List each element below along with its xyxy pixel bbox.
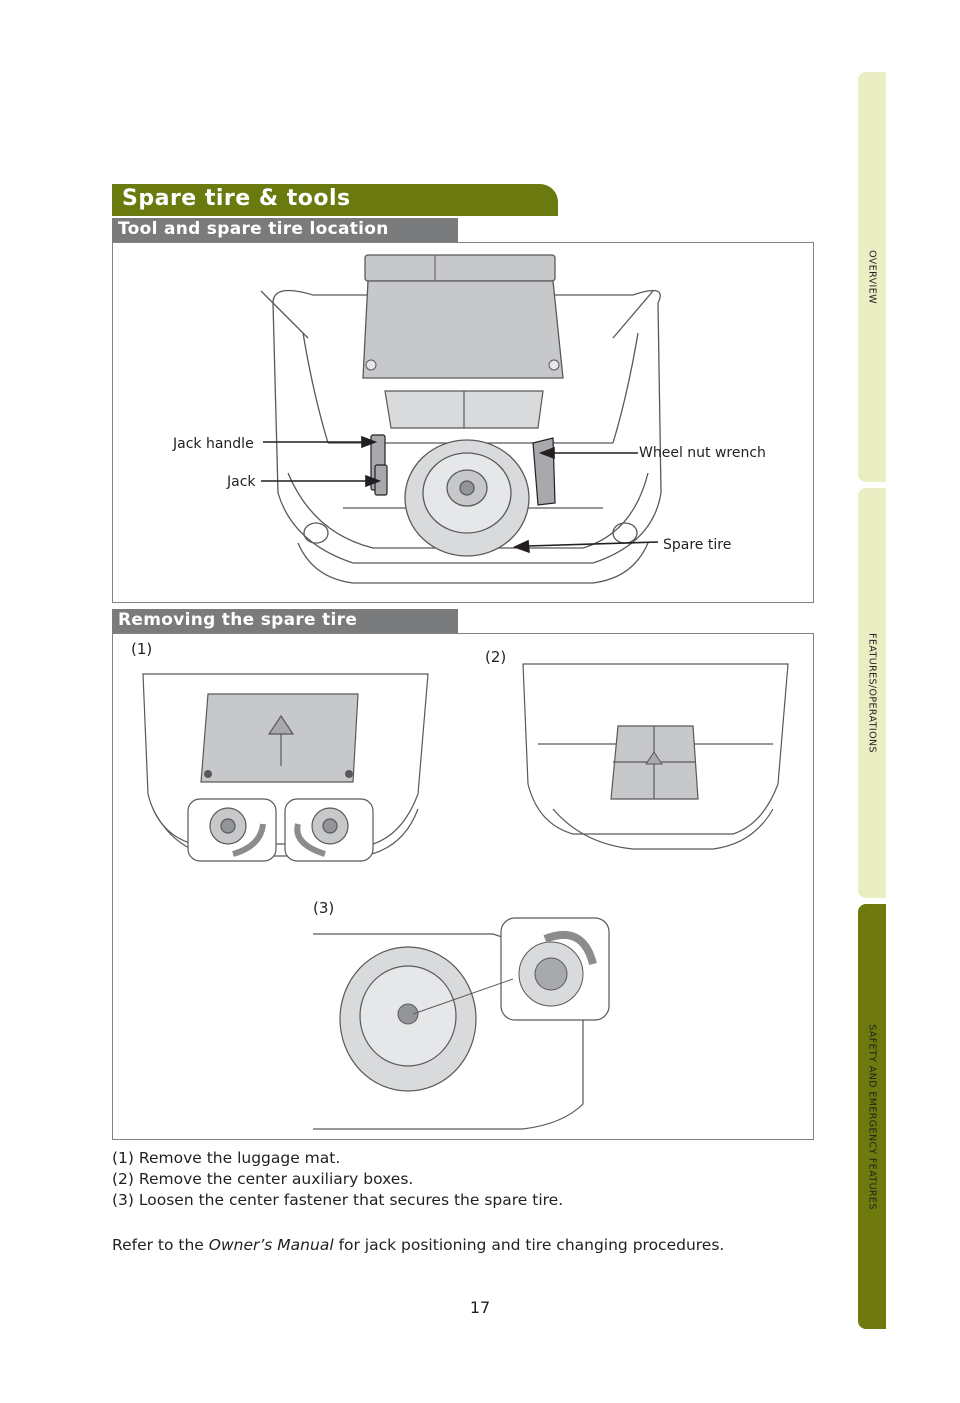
- side-tab-overview[interactable]: OVERVIEW: [858, 72, 886, 482]
- callout-wheel-nut-wrench: Wheel nut wrench: [639, 445, 766, 461]
- owners-manual-reference: Owner’s Manual: [208, 1236, 334, 1254]
- side-tab-label: OVERVIEW: [866, 250, 878, 304]
- side-tab-safety-emergency[interactable]: SAFETY AND EMERGENCY FEATURES: [858, 904, 886, 1329]
- side-tab-label: SAFETY AND EMERGENCY FEATURES: [866, 1023, 878, 1210]
- section-heading-text: Tool and spare tire location: [118, 219, 389, 239]
- step-list: (1) Remove the luggage mat. (2) Remove t…: [112, 1148, 563, 1211]
- side-tab-label: FEATURES/OPERATIONS: [866, 633, 878, 753]
- note-text-before: Refer to the: [112, 1236, 209, 1254]
- removal-steps-illustration: [142, 663, 789, 1130]
- page-title-bar: Spare tire & tools: [112, 184, 558, 216]
- figure-label-3: (3): [313, 899, 335, 917]
- callout-spare-tire: Spare tire: [663, 537, 732, 553]
- section-heading-text: Removing the spare tire: [118, 610, 358, 630]
- section-heading-tool-location: Tool and spare tire location: [112, 218, 458, 242]
- section-heading-removing-spare: Removing the spare tire: [112, 609, 458, 633]
- step-item: (2) Remove the center auxiliary boxes.: [112, 1170, 414, 1188]
- reference-note: Refer to the Owner’s Manual for jack pos…: [112, 1236, 724, 1254]
- callout-jack: Jack: [227, 474, 256, 490]
- callout-jack-handle: Jack handle: [173, 436, 254, 452]
- trunk-illustration: [260, 254, 662, 584]
- step-item: (3) Loosen the center fastener that secu…: [112, 1191, 564, 1209]
- figure-label-2: (2): [485, 648, 507, 666]
- page-title: Spare tire & tools: [122, 186, 351, 211]
- page-number: 17: [469, 1298, 491, 1317]
- side-tab-features-operations[interactable]: FEATURES/OPERATIONS: [858, 488, 886, 898]
- note-text-after: for jack positioning and tire changing p…: [333, 1236, 725, 1254]
- removing-spare-figure: (1) (2) (3): [112, 633, 814, 1140]
- step-item: (1) Remove the luggage mat.: [112, 1149, 341, 1167]
- tool-location-figure: Jack handle Jack Wheel nut wrench Spare …: [112, 242, 814, 603]
- figure-label-1: (1): [131, 640, 153, 658]
